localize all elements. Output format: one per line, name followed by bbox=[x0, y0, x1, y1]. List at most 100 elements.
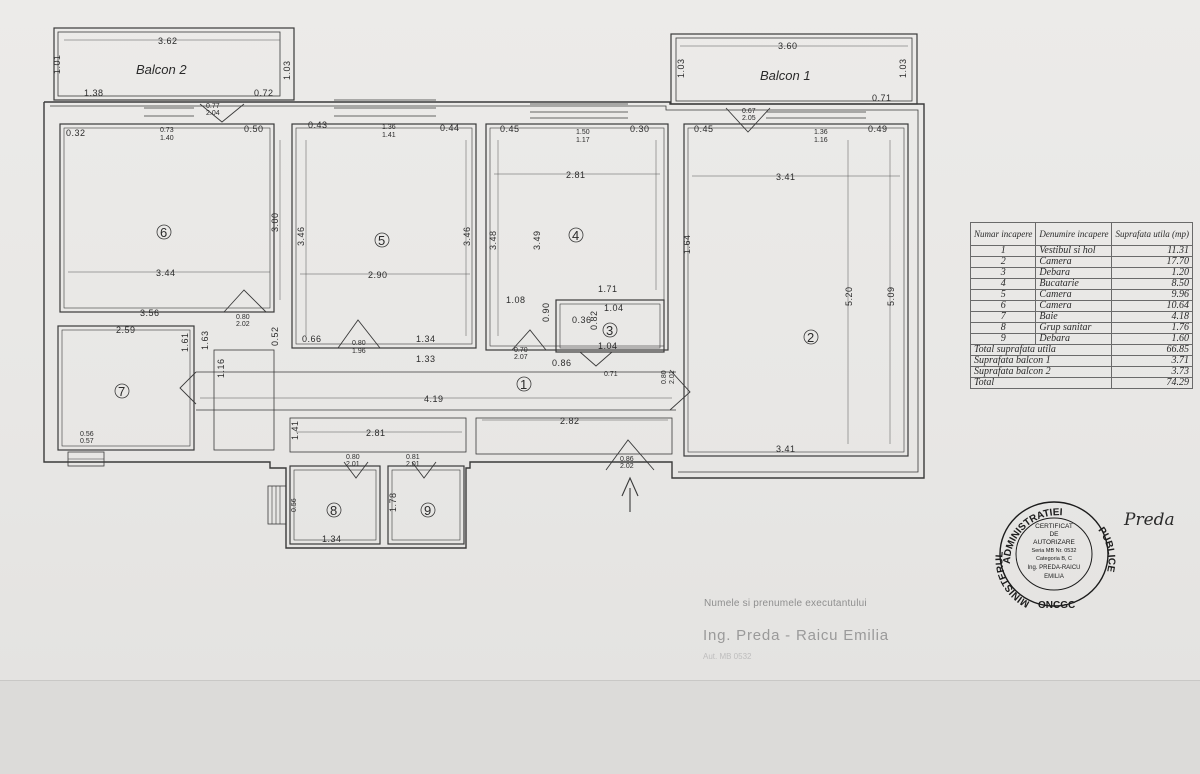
svg-text:3.41: 3.41 bbox=[776, 172, 796, 182]
svg-text:3.60: 3.60 bbox=[778, 41, 798, 51]
svg-text:3.56: 3.56 bbox=[140, 308, 160, 318]
svg-text:1.17: 1.17 bbox=[576, 137, 590, 144]
svg-text:1.71: 1.71 bbox=[598, 284, 618, 294]
svg-text:2.05: 2.05 bbox=[742, 115, 756, 122]
svg-text:1.33: 1.33 bbox=[416, 354, 436, 364]
room-7-number: 7 bbox=[118, 384, 125, 399]
svg-text:5.09: 5.09 bbox=[886, 286, 896, 306]
svg-text:2.01: 2.01 bbox=[406, 461, 420, 468]
svg-text:2.01: 2.01 bbox=[669, 370, 676, 384]
floor-plan: Balcon 2 Balcon 1 6 5 4 3 2 7 1 8 9 3.62… bbox=[43, 27, 925, 549]
svg-text:1.04: 1.04 bbox=[598, 341, 618, 351]
room-7-outline bbox=[57, 325, 195, 451]
stamp-ring-bottom: ONCGC bbox=[1038, 600, 1075, 611]
svg-text:1.34: 1.34 bbox=[416, 334, 436, 344]
stamp-line-6: Ing. PREDA-RAICU bbox=[1027, 565, 1080, 571]
header-room-name: Denumire incapere bbox=[1035, 222, 1113, 246]
svg-text:2.81: 2.81 bbox=[566, 170, 586, 180]
room-4-number: 4 bbox=[572, 228, 579, 243]
svg-text:3.00: 3.00 bbox=[270, 212, 280, 232]
svg-text:0.45: 0.45 bbox=[500, 124, 520, 134]
svg-text:0.80: 0.80 bbox=[352, 340, 366, 347]
svg-text:2.81: 2.81 bbox=[366, 428, 386, 438]
official-stamp: ADMINISTRATIEI MINISTERUL PUBLICE ONCGC … bbox=[990, 492, 1120, 614]
svg-text:0.86: 0.86 bbox=[552, 358, 572, 368]
svg-text:1.38: 1.38 bbox=[84, 88, 104, 98]
room-6-outline bbox=[59, 123, 275, 313]
room-8-outline bbox=[289, 465, 381, 545]
svg-text:0.70: 0.70 bbox=[514, 347, 528, 354]
table-header-row: Numar incapere Denumire incapere Suprafa… bbox=[969, 222, 1193, 246]
svg-text:0.30: 0.30 bbox=[630, 124, 650, 134]
svg-text:1.64: 1.64 bbox=[682, 234, 692, 254]
svg-text:0.82: 0.82 bbox=[589, 310, 599, 330]
svg-text:0.80: 0.80 bbox=[236, 314, 250, 321]
svg-text:1.61: 1.61 bbox=[180, 332, 190, 352]
svg-text:0.72: 0.72 bbox=[254, 88, 274, 98]
svg-text:3.41: 3.41 bbox=[776, 444, 796, 454]
svg-text:1.50: 1.50 bbox=[576, 129, 590, 136]
room-1-number: 1 bbox=[520, 377, 527, 392]
svg-text:2.59: 2.59 bbox=[116, 325, 136, 335]
svg-text:1.03: 1.03 bbox=[898, 58, 908, 78]
svg-text:1.36: 1.36 bbox=[814, 129, 828, 136]
svg-text:1.41: 1.41 bbox=[290, 420, 300, 440]
svg-text:0.80: 0.80 bbox=[661, 370, 668, 384]
executant-label: Numele si prenumele executantului bbox=[704, 598, 867, 609]
room-3-number: 3 bbox=[606, 323, 613, 338]
svg-text:2.01: 2.01 bbox=[346, 461, 360, 468]
svg-text:0.49: 0.49 bbox=[868, 124, 888, 134]
svg-text:0.77: 0.77 bbox=[206, 103, 220, 110]
room-9-number: 9 bbox=[424, 503, 431, 518]
svg-text:0.71: 0.71 bbox=[872, 93, 892, 103]
room-8-number: 8 bbox=[330, 503, 337, 518]
svg-text:0.32: 0.32 bbox=[66, 128, 86, 138]
svg-text:0.73: 0.73 bbox=[160, 127, 174, 134]
svg-text:3.62: 3.62 bbox=[158, 36, 178, 46]
svg-text:0.81: 0.81 bbox=[406, 454, 420, 461]
svg-text:0.45: 0.45 bbox=[694, 124, 714, 134]
svg-text:0.52: 0.52 bbox=[270, 326, 280, 346]
svg-text:0.56: 0.56 bbox=[291, 498, 298, 512]
svg-text:0.71: 0.71 bbox=[604, 371, 618, 378]
svg-text:1.41: 1.41 bbox=[382, 132, 396, 139]
svg-text:1.04: 1.04 bbox=[604, 303, 624, 313]
stamp-ring-right: PUBLICE bbox=[1096, 525, 1117, 573]
svg-text:1.63: 1.63 bbox=[200, 330, 210, 350]
svg-text:0.90: 0.90 bbox=[541, 302, 551, 322]
svg-text:2.82: 2.82 bbox=[560, 416, 580, 426]
dimension-labels: 3.62 1.01 1.03 1.38 0.72 3.60 1.03 1.03 … bbox=[52, 36, 908, 544]
room-5-number: 5 bbox=[378, 233, 385, 248]
stamp-line-2: DE bbox=[1049, 531, 1059, 538]
svg-text:0.44: 0.44 bbox=[440, 123, 460, 133]
svg-text:1.16: 1.16 bbox=[814, 137, 828, 144]
balcony-1-label: Balcon 1 bbox=[760, 68, 811, 83]
stamp-line-4: Seria MB Nr. 0532 bbox=[1032, 548, 1077, 554]
svg-text:2.07: 2.07 bbox=[514, 354, 528, 361]
svg-text:0.57: 0.57 bbox=[80, 438, 94, 445]
svg-text:5.20: 5.20 bbox=[844, 286, 854, 306]
executant-authorization: Aut. MB 0532 bbox=[703, 652, 752, 661]
header-area: Suprafata utila (mp) bbox=[1111, 222, 1193, 246]
svg-text:0.66: 0.66 bbox=[302, 334, 322, 344]
stamp-line-5: Categoria B, C bbox=[1036, 556, 1072, 562]
signature: Preda bbox=[1124, 510, 1175, 530]
svg-text:0.80: 0.80 bbox=[346, 454, 360, 461]
svg-text:1.78: 1.78 bbox=[388, 492, 398, 512]
room-6-number: 6 bbox=[160, 225, 167, 240]
svg-text:1.40: 1.40 bbox=[160, 135, 174, 142]
svg-text:2.02: 2.02 bbox=[620, 463, 634, 470]
room-2-number: 2 bbox=[807, 330, 814, 345]
